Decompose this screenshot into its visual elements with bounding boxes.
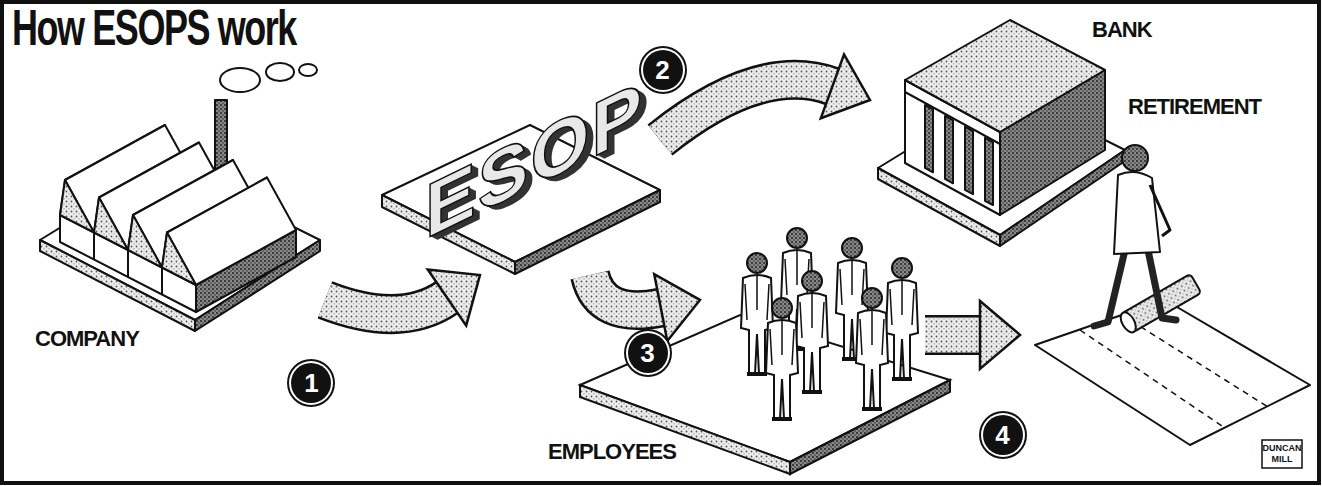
employees-drawing (580, 228, 950, 474)
node-label: BANK (1092, 18, 1152, 42)
retirement-node: RETIREMENT (1020, 95, 1310, 425)
bank-drawing (878, 20, 1125, 246)
arrow-outline (925, 315, 980, 355)
column (925, 105, 933, 172)
flow-arrow (590, 274, 700, 341)
arrow-head (428, 270, 480, 326)
arrow-body (590, 275, 661, 310)
factory-drawing (40, 63, 320, 331)
carpet-lines (1080, 315, 1268, 428)
bank-node: BANK (870, 15, 1160, 265)
arrow-outline (660, 80, 832, 140)
employee-figure (766, 298, 798, 419)
esop-letters: ESOP (425, 68, 644, 251)
diagram-title: How ESOPS work (12, 2, 296, 54)
walker-coat (1114, 172, 1160, 254)
column (965, 127, 973, 194)
arrow-body (660, 80, 832, 140)
publisher-logo: DUNCAN MILL (1262, 440, 1302, 468)
walker-head (1122, 145, 1148, 171)
arrow-head (821, 54, 870, 118)
arrow-outline (325, 298, 447, 315)
arrow-head (980, 301, 1020, 369)
column (985, 138, 993, 205)
roll-end (1118, 310, 1139, 335)
roof-gable (162, 233, 196, 286)
flow-arrow (325, 270, 480, 326)
employee-figure (856, 288, 888, 409)
roof-gable (60, 180, 94, 233)
employees-node: EMPLOYEES (700, 240, 925, 475)
walker-legs (1094, 250, 1176, 326)
smoke (299, 64, 317, 76)
chimney (215, 100, 227, 170)
smoke (220, 68, 260, 92)
arrow-body (325, 298, 447, 315)
arrow-body (925, 317, 980, 352)
arrow-outline (590, 275, 661, 310)
platform-side (515, 190, 660, 274)
flow-arrow (660, 54, 870, 140)
node-label: COMPANY (35, 327, 139, 351)
node-label: EMPLOYEES (548, 440, 676, 464)
callout-number: 2 (643, 50, 683, 90)
esop-node: ESOP (380, 50, 660, 275)
employee-figure (796, 271, 828, 392)
smoke (266, 63, 294, 81)
roof-gable (128, 215, 162, 268)
callout-number: 3 (628, 333, 668, 373)
bank-roof (905, 20, 1105, 132)
retirement-drawing (1035, 145, 1310, 445)
arrow-head (654, 274, 700, 341)
callout-number: 1 (291, 363, 331, 403)
callout-number: 4 (983, 415, 1023, 455)
flow-arrow (925, 301, 1020, 369)
employee-figure (886, 258, 918, 379)
node-label: RETIREMENT (1128, 95, 1261, 119)
logo-box (1262, 440, 1302, 468)
company-node: COMPANY (25, 95, 325, 380)
roof-gable (94, 198, 128, 251)
walker-arm (1150, 185, 1170, 236)
column (945, 116, 953, 183)
